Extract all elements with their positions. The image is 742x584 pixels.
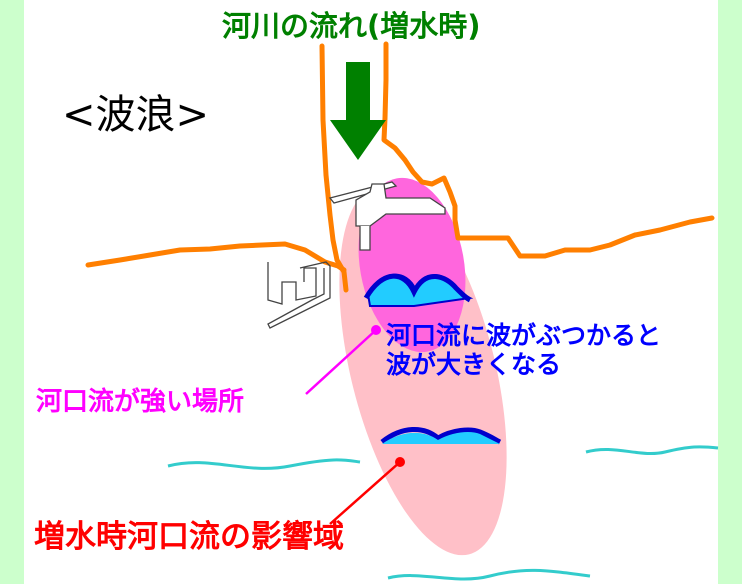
wave-collision-note: 河口流に波がぶつかると 波が大きくなる	[386, 321, 662, 380]
amplified-wave-upper	[363, 273, 474, 307]
strong-current-area	[358, 177, 466, 353]
influence-area-label: 増水時河口流の影響域	[34, 519, 344, 555]
sea-waves	[167, 445, 719, 581]
strong-current-label: 河口流が強い場所	[36, 387, 245, 417]
section-heading: <波浪>	[62, 92, 210, 138]
wave-collision-note-line-2: 波が大きくなる	[386, 349, 562, 379]
strong-current-leader	[305, 325, 381, 395]
influence-area-leader	[329, 457, 405, 525]
river-flow-arrow	[330, 62, 386, 160]
wave-collision-note-line-1: 河口流に波がぶつかると	[386, 321, 662, 350]
river-flow-title: 河川の流れ(増水時)	[222, 9, 481, 43]
amplified-wave-lower	[380, 426, 502, 445]
port-structures	[267, 181, 446, 329]
